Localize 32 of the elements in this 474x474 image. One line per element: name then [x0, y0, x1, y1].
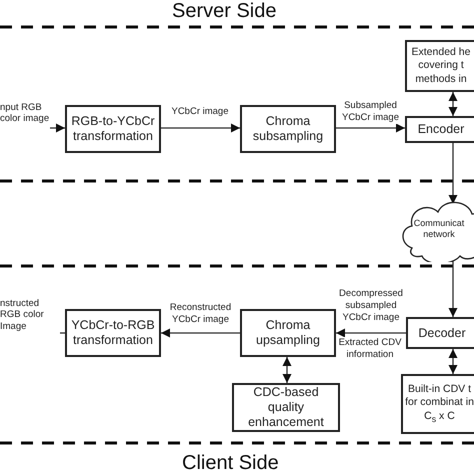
arrow — [161, 123, 240, 133]
node-text: Communicat network — [412, 218, 466, 240]
node-text: YCbCr-to-RGB transformation — [70, 318, 156, 348]
section-heading: Client Side — [182, 452, 279, 474]
arrow — [336, 123, 405, 133]
node-text: nput RGB color image — [0, 102, 50, 124]
node-text: Built-in CDV t for combinat in C$_{s}$ x C — [404, 383, 474, 425]
process-box — [401, 374, 474, 434]
arrow — [50, 123, 65, 133]
node-text: nstructed RGB color Image — [0, 298, 45, 332]
process-box — [405, 40, 474, 92]
arrow — [282, 357, 292, 383]
process-box — [240, 309, 336, 357]
node-text: RGB-to-YCbCr transformation — [70, 114, 156, 144]
node-text: CDC-based quality enhancement — [247, 385, 325, 430]
process-box — [406, 317, 474, 349]
process-box — [232, 383, 340, 432]
process-box — [65, 309, 161, 357]
node-text: Decoder — [418, 326, 466, 340]
arrow — [448, 92, 458, 116]
node-text: Encoder — [418, 122, 464, 137]
arrow — [448, 143, 458, 204]
node-text: Extended he covering t methods in — [410, 46, 472, 86]
process-box — [65, 105, 161, 153]
process-box — [240, 105, 336, 153]
arrow — [448, 349, 458, 374]
node-text: Chroma subsampling — [252, 114, 324, 144]
section-heading: Server Side — [172, 0, 276, 23]
arrow — [161, 328, 240, 338]
node-text: Chroma upsampling — [255, 318, 321, 348]
process-box — [405, 116, 474, 143]
arrow — [336, 328, 406, 338]
